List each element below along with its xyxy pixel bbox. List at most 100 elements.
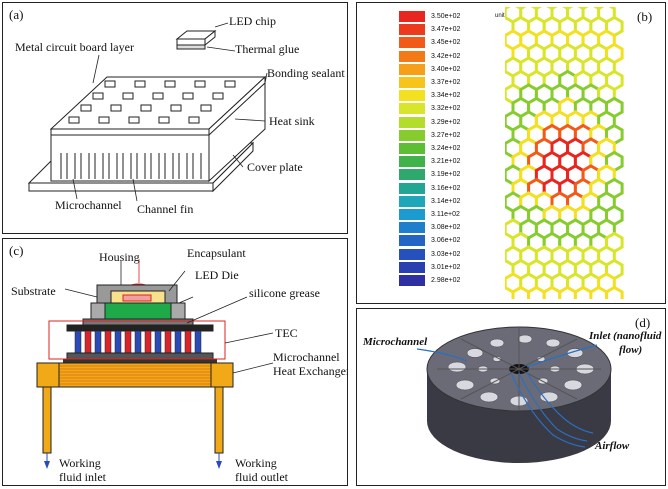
legend-value: 3.01e+02 [431, 263, 461, 271]
label-inlet-d-1: Inlet (nanofluid [589, 330, 662, 342]
legend-row: 3.34e+02 [399, 90, 495, 102]
led-pads [68, 80, 236, 124]
legend-row: 3.19e+02 [399, 169, 495, 181]
legend-swatch [399, 24, 425, 36]
label-substrate: Substrate [11, 284, 56, 298]
label-inlet-d-2: flow) [619, 344, 643, 356]
legend-value: 3.45e+02 [431, 39, 461, 47]
legend-row: 3.08e+02 [399, 222, 495, 234]
legend-row: 3.45e+02 [399, 37, 495, 49]
legend-swatch [399, 195, 425, 207]
label-microchannel: Microchannel [55, 198, 122, 212]
panel-c-tag: (c) [9, 243, 24, 258]
legend-swatch [399, 248, 425, 260]
legend-swatch [399, 63, 425, 75]
disk-heat-sink-diagram [416, 326, 612, 463]
legend-swatch [399, 261, 425, 273]
hex-cell [589, 285, 608, 299]
legend-row: 3.32e+02 [399, 103, 495, 115]
legend-swatch [399, 103, 425, 115]
heat-sink-diagram [27, 22, 268, 202]
hex-cell [605, 285, 624, 299]
legend-row: 3.29e+02 [399, 116, 495, 128]
hex-cell [573, 285, 593, 299]
legend-row: 3.24e+02 [399, 143, 495, 154]
legend-swatch [399, 235, 425, 247]
label-thermal-glue: Thermal glue [235, 42, 300, 56]
label-inlet-1: Working [59, 456, 101, 470]
legend-swatch [399, 209, 425, 220]
legend-value: 3.34e+02 [431, 92, 461, 100]
legend-swatch [399, 116, 425, 128]
label-heat-exchanger-2: Heat Exchanger [273, 364, 348, 378]
legend-swatch [399, 222, 425, 234]
hexagon-temperature-field [505, 7, 624, 299]
label-housing: Housing [99, 250, 140, 264]
legend-swatch [399, 275, 425, 286]
label-channel-fin: Channel fin [137, 202, 194, 216]
legend-value: 3.29e+02 [431, 118, 461, 126]
legend-swatch [399, 182, 425, 194]
legend-value: 3.21e+02 [431, 158, 461, 166]
legend-value: 3.24e+02 [431, 145, 461, 152]
led-tec-diagram [36, 259, 274, 469]
legend-swatch [399, 77, 425, 88]
label-heat-sink: Heat sink [269, 114, 315, 128]
legend-value: 3.50e+02 [431, 13, 461, 20]
legend-value: 3.03e+02 [431, 250, 461, 258]
legend-swatch [399, 156, 425, 168]
panel-d-tag: (d) [635, 315, 651, 330]
panel-a-tag: (a) [9, 7, 24, 22]
panel-a: (a) [2, 2, 348, 234]
hex-cell [558, 285, 577, 299]
legend-row: 3.42e+02 [399, 50, 495, 62]
panel-c: (c) [2, 238, 348, 486]
label-bonding-sealant: Bonding sealant [267, 66, 345, 80]
panel-d: (d) Microch [356, 308, 666, 486]
legend-swatch [399, 169, 425, 181]
legend-swatch [399, 129, 425, 141]
hex-cell [542, 285, 562, 299]
hex-cell [527, 285, 546, 299]
hex-cell [511, 285, 531, 299]
label-outlet-1: Working [235, 456, 277, 470]
legend-value: 3.47e+02 [431, 26, 461, 34]
legend-row: 3.21e+02 [399, 156, 495, 168]
legend-swatch [399, 11, 425, 22]
legend-value: 3.27e+02 [431, 131, 461, 139]
label-silicone-grease: silicone grease [249, 286, 320, 300]
legend-value: 3.40e+02 [431, 65, 461, 73]
label-inlet-2: fluid inlet [59, 470, 106, 484]
legend-row: 3.14e+02 [399, 195, 495, 207]
legend-value: 3.14e+02 [431, 197, 461, 205]
legend-swatch [399, 143, 425, 154]
legend-row: 3.16e+02 [399, 182, 495, 194]
label-microchannel-d: Microchannel [363, 336, 428, 348]
legend-value: 3.06e+02 [431, 237, 461, 245]
legend-row: 3.11e+02 [399, 209, 495, 220]
legend-swatch [399, 37, 425, 49]
legend-row: 3.06e+02 [399, 235, 495, 247]
legend-row: 3.01e+02 [399, 261, 495, 273]
inlet-pipe [42, 386, 52, 454]
legend-value: 3.37e+02 [431, 79, 461, 86]
channel-fins [60, 153, 202, 179]
label-heat-exchanger-1: Microchannel [273, 350, 340, 364]
label-metal-board: Metal circuit board layer [15, 40, 134, 54]
label-outlet-2: fluid outlet [235, 470, 288, 484]
label-airflow: Airflow [595, 440, 630, 452]
label-tec: TEC [275, 326, 298, 340]
legend-row: 3.03e+02 [399, 248, 495, 260]
legend-row: 3.40e+02 [399, 63, 495, 75]
outlet-pipe [214, 386, 224, 454]
legend-value: 3.42e+02 [431, 52, 461, 60]
legend-row: 3.37e+02 [399, 77, 495, 88]
legend-row: 3.27e+02 [399, 129, 495, 141]
label-led-die: LED Die [195, 268, 239, 282]
legend-swatch [399, 50, 425, 62]
legend-value: 3.16e+02 [431, 184, 461, 192]
legend-row: 2.98e+02 [399, 275, 495, 286]
label-encapsulant: Encapsulant [187, 246, 246, 260]
legend-swatch [399, 90, 425, 102]
